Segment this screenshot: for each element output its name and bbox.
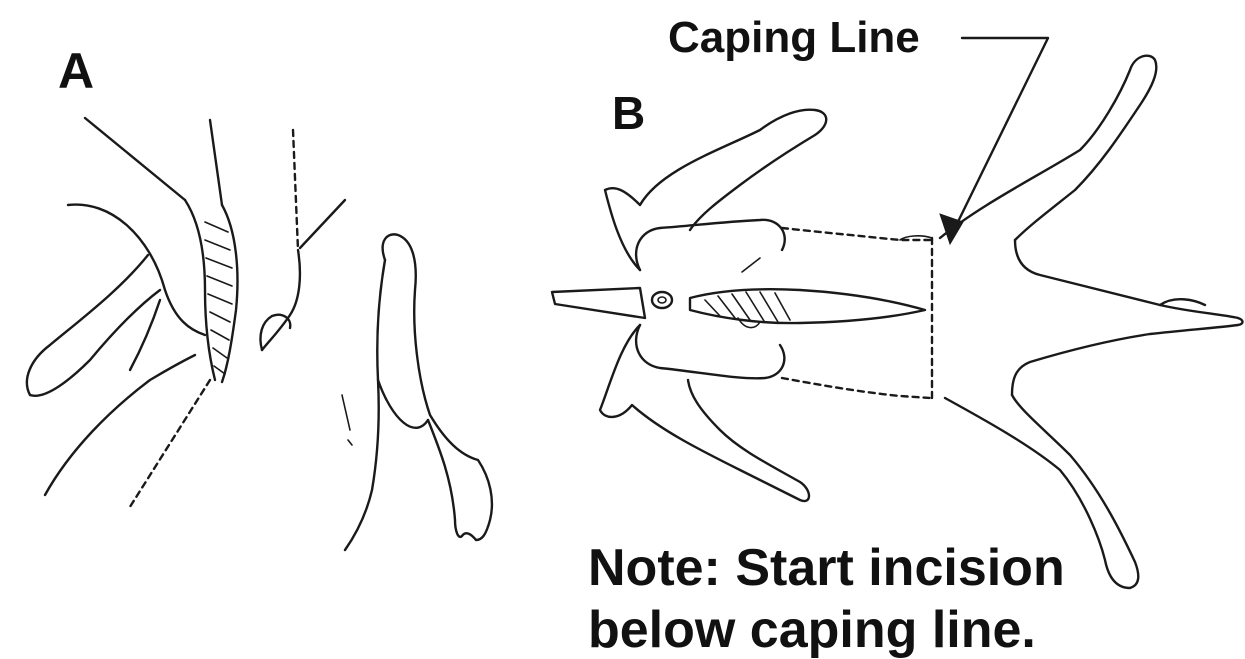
deer-haunch-lower (636, 325, 784, 378)
cape-mark-1 (342, 395, 350, 430)
deer-head-line (1160, 299, 1205, 305)
deer-nose-tip (1238, 318, 1243, 325)
panel-a-right-diagonal (300, 200, 345, 248)
panel-a-body-right (262, 250, 300, 350)
panel-a-genital-outline-left (185, 200, 215, 380)
cape-outline-left (345, 260, 385, 550)
deer-body-tick (742, 258, 760, 272)
deer-anus-ring (652, 292, 672, 308)
panel-b-deer-drawing (552, 38, 1243, 588)
deer-neck-upper (1015, 240, 1238, 318)
cape-mark-2 (348, 440, 352, 445)
deer-body-top (782, 228, 930, 240)
note-text-line-2: below caping line. (588, 604, 1036, 656)
deer-hind-leg-lower (600, 325, 809, 501)
panel-a-neck-stroke-left (210, 120, 222, 205)
panel-a-incision-dashed-line (128, 380, 210, 510)
deer-body-bottom (782, 378, 930, 398)
panel-a-lower-curve (45, 355, 195, 495)
cape-inner-fold (378, 380, 428, 428)
caping-line-leader (950, 38, 1048, 238)
panel-b-label: B (612, 90, 645, 136)
deer-anus-center (658, 297, 666, 303)
panel-a-label: A (58, 46, 94, 96)
panel-a-drawing (27, 118, 345, 510)
deer-haunch-upper (636, 220, 785, 270)
deer-neck-lower (1012, 325, 1238, 395)
note-text-line-1: Note: Start incision (588, 542, 1065, 594)
panel-a-pointer-line (85, 118, 185, 200)
deer-tail (552, 288, 645, 318)
deer-front-leg-upper (940, 56, 1156, 240)
panel-a-left-leg (27, 255, 160, 396)
cape-outline-right (383, 234, 492, 540)
caping-line-label: Caping Line (668, 16, 920, 60)
removed-cape-drawing (342, 234, 492, 550)
panel-a-dashed-stroke (293, 130, 298, 250)
